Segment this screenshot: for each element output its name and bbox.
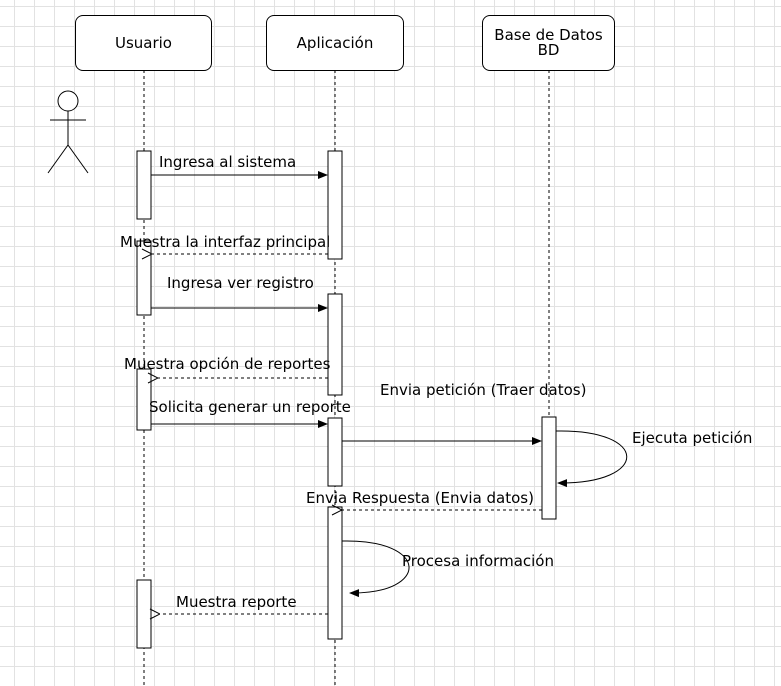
- activation-user-2: [136, 240, 152, 316]
- message-label-muestra-opcion: Muestra opción de reportes: [124, 355, 331, 373]
- participant-db-label-line1: Base de Datos: [494, 26, 603, 44]
- participant-db-label-line2: BD: [537, 41, 560, 59]
- message-label-procesa-informacion: Procesa información: [402, 552, 554, 570]
- message-label-solicita-reporte: Solicita generar un reporte: [149, 398, 351, 416]
- message-label-muestra-interfaz: Muestra la interfaz principal: [120, 233, 331, 251]
- participant-aplicacion: Aplicación: [266, 15, 404, 71]
- activation-app-4: [327, 506, 343, 640]
- message-label-ejecuta-peticion: Ejecuta petición: [632, 429, 753, 447]
- activation-app-3: [327, 417, 343, 487]
- activation-app-1: [327, 150, 343, 260]
- activation-user-1: [136, 150, 152, 220]
- message-label-muestra-reporte: Muestra reporte: [176, 593, 297, 611]
- activation-app-2: [327, 293, 343, 396]
- arrow-ejecuta-peticion: [555, 430, 628, 488]
- activation-user-3: [136, 368, 152, 431]
- arrow-procesa-informacion: [341, 540, 410, 598]
- message-label-ingresa-registro: Ingresa ver registro: [167, 274, 314, 292]
- participant-usuario-label: Usuario: [114, 33, 172, 52]
- participant-aplicacion-label: Aplicación: [296, 33, 374, 52]
- participant-base-de-datos: Base de Datos BD: [482, 15, 615, 71]
- participant-usuario: Usuario: [75, 15, 212, 71]
- activation-user-4: [136, 579, 152, 649]
- activation-db-1: [541, 416, 557, 520]
- message-label-envia-respuesta: Envia Respuesta (Envia datos): [306, 489, 534, 507]
- user-actor-icon: [47, 90, 89, 174]
- message-label-envia-peticion: Envia petición (Traer datos): [380, 381, 587, 399]
- message-label-ingresa-sistema: Ingresa al sistema: [159, 153, 297, 171]
